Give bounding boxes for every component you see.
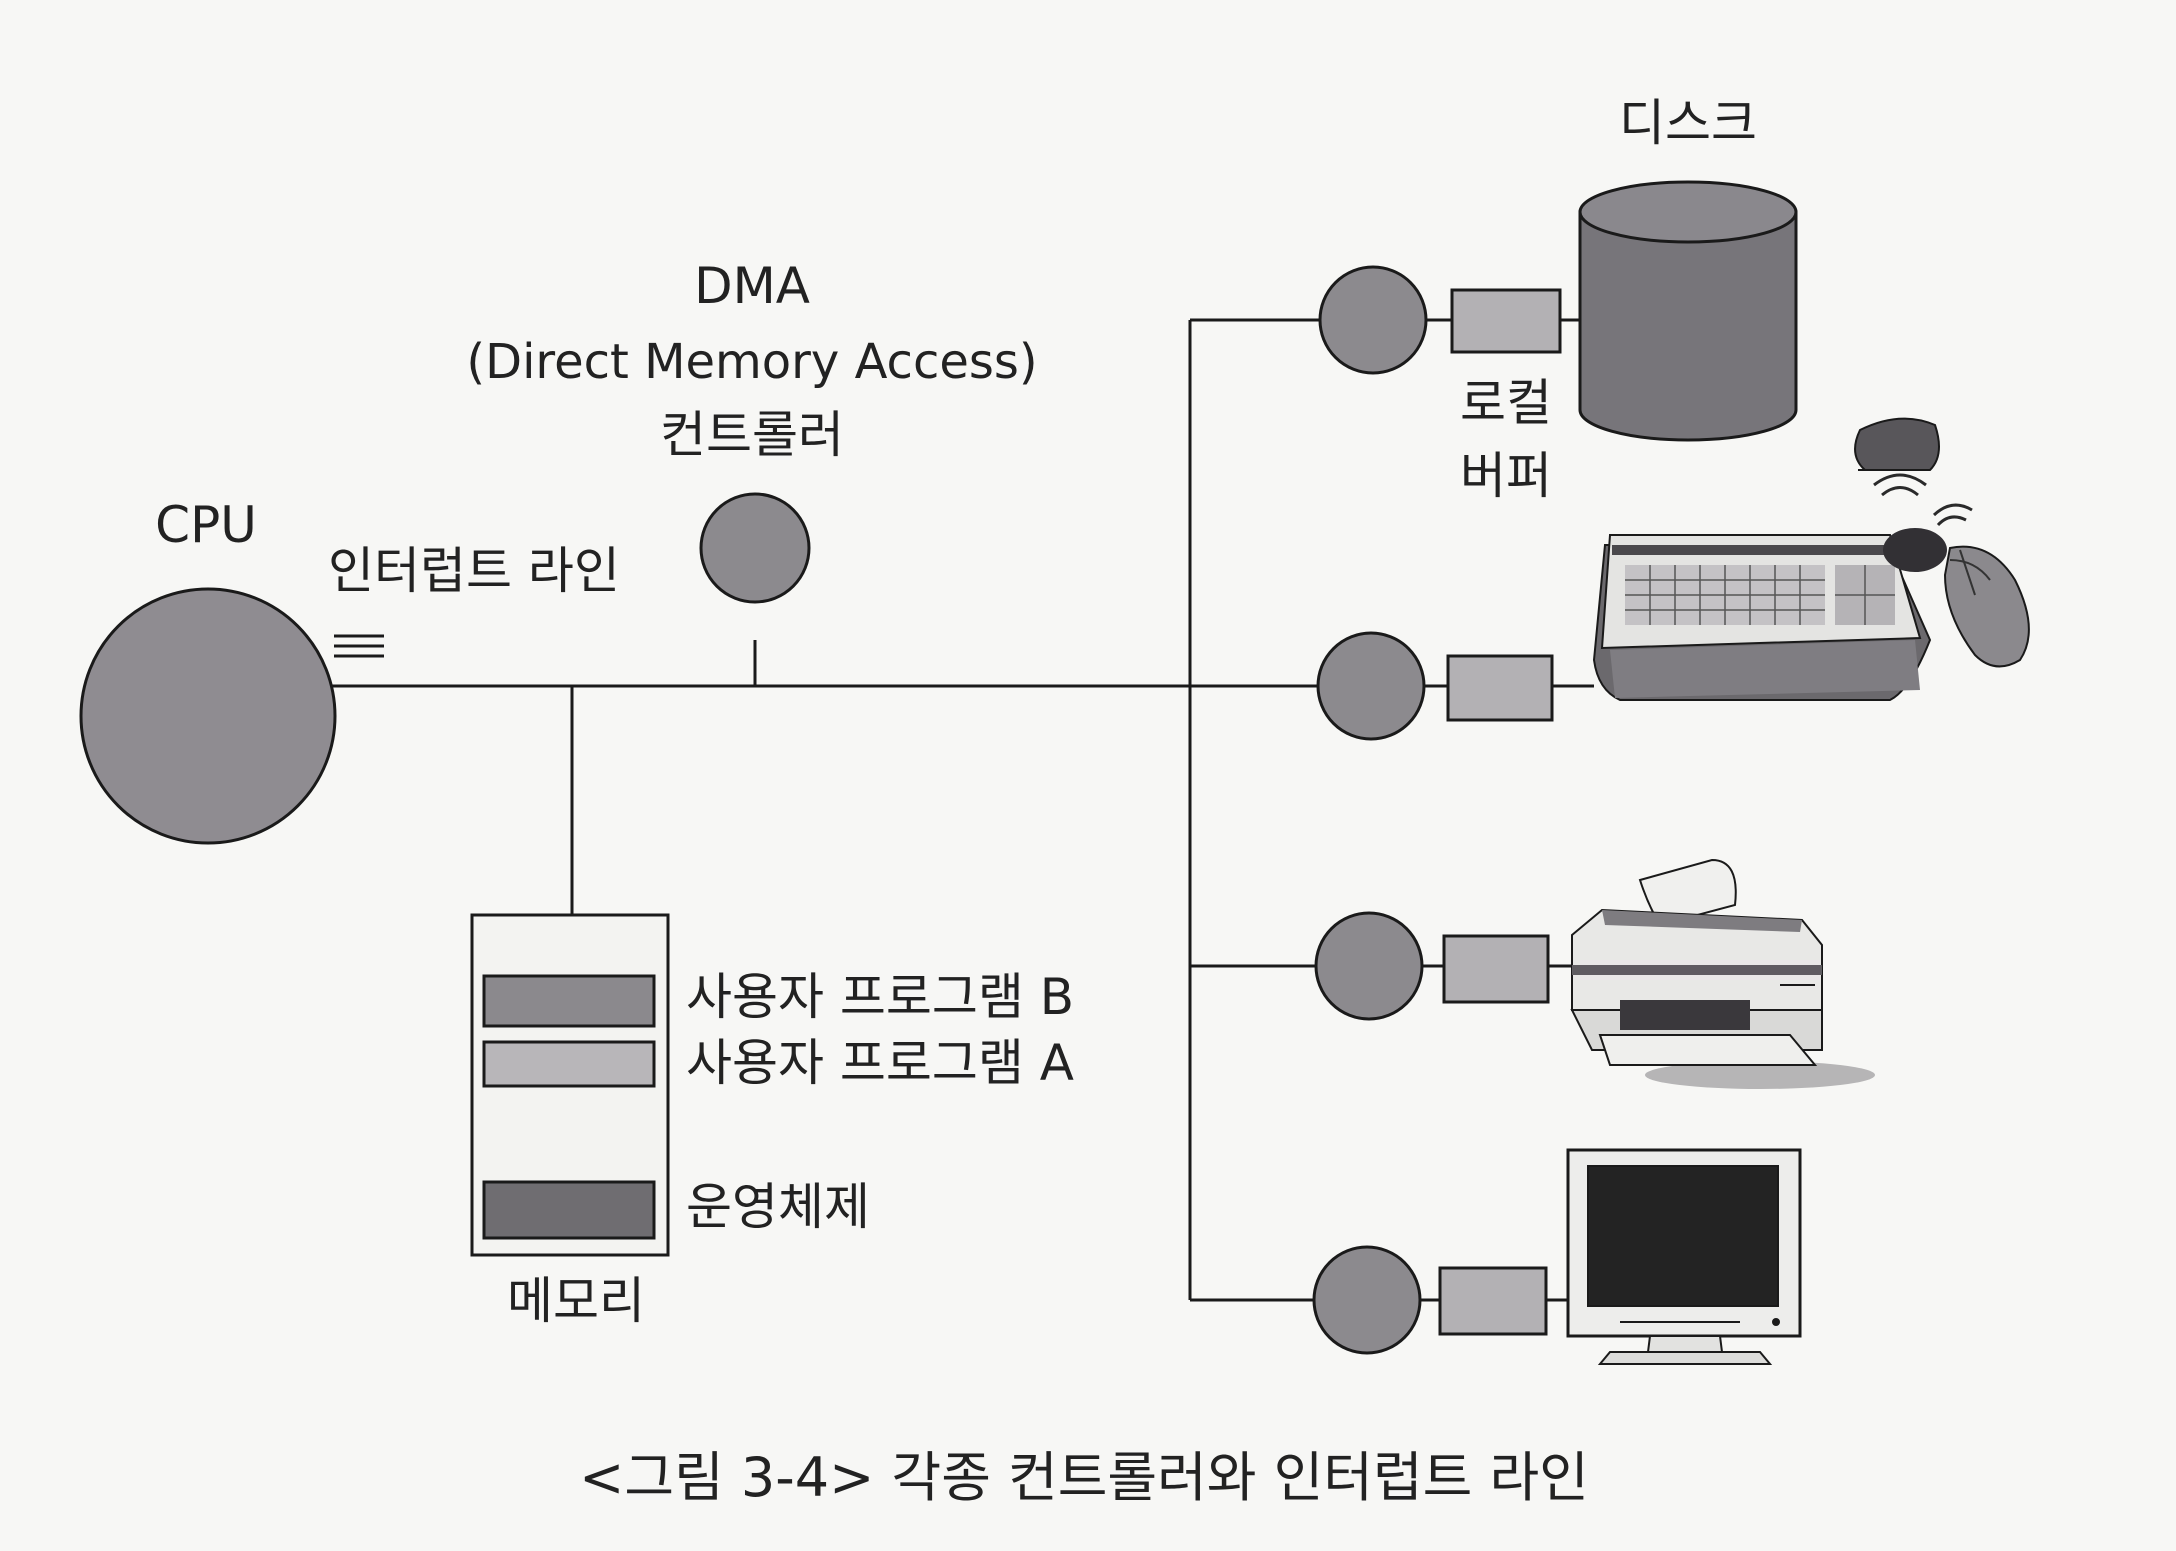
program-b-label: 사용자 프로그램 B <box>686 968 1074 1026</box>
os-block <box>482 1180 656 1240</box>
dma-label: DMA <box>694 257 810 315</box>
disk-label: 디스크 <box>1619 94 1757 152</box>
mouse-icon <box>1854 417 2030 668</box>
disk-local-buffer <box>1450 288 1562 354</box>
program-a-block <box>482 1040 656 1088</box>
local-buffer-label-line1: 로컬 <box>1460 374 1552 432</box>
local-buffer-label-line2: 버퍼 <box>1460 447 1552 505</box>
dma-controller-label: 컨트롤러 <box>660 406 844 464</box>
monitor-local-buffer <box>1438 1266 1548 1336</box>
memory-label: 메모리 <box>507 1272 645 1330</box>
interrupt-line-label: 인터럽트 라인 <box>328 542 620 600</box>
dma-controller-circle <box>699 492 811 604</box>
dma-subtitle-label: (Direct Memory Access) <box>466 334 1037 390</box>
printer-controller-circle <box>1314 911 1424 1021</box>
interrupt-line-icon <box>334 634 384 658</box>
cpu-label: CPU <box>155 496 257 554</box>
disk-controller-circle <box>1318 265 1428 375</box>
disk-icon <box>1578 180 1798 442</box>
keyboard-local-buffer <box>1446 654 1554 722</box>
figure-caption: <그림 3-4> 각종 컨트롤러와 인터럽트 라인 <box>579 1446 1589 1509</box>
printer-local-buffer <box>1442 934 1550 1004</box>
cpu-circle <box>79 587 337 845</box>
memory-block <box>470 913 670 1257</box>
os-label: 운영체제 <box>686 1178 870 1236</box>
printer-icon <box>1570 858 1875 1089</box>
program-a-label: 사용자 프로그램 A <box>686 1034 1074 1092</box>
keyboard-icon <box>1592 534 1932 701</box>
program-b-block <box>482 974 656 1028</box>
keyboard-controller-circle <box>1316 631 1426 741</box>
monitor-controller-circle <box>1312 1245 1422 1355</box>
monitor-icon <box>1566 1148 1802 1365</box>
